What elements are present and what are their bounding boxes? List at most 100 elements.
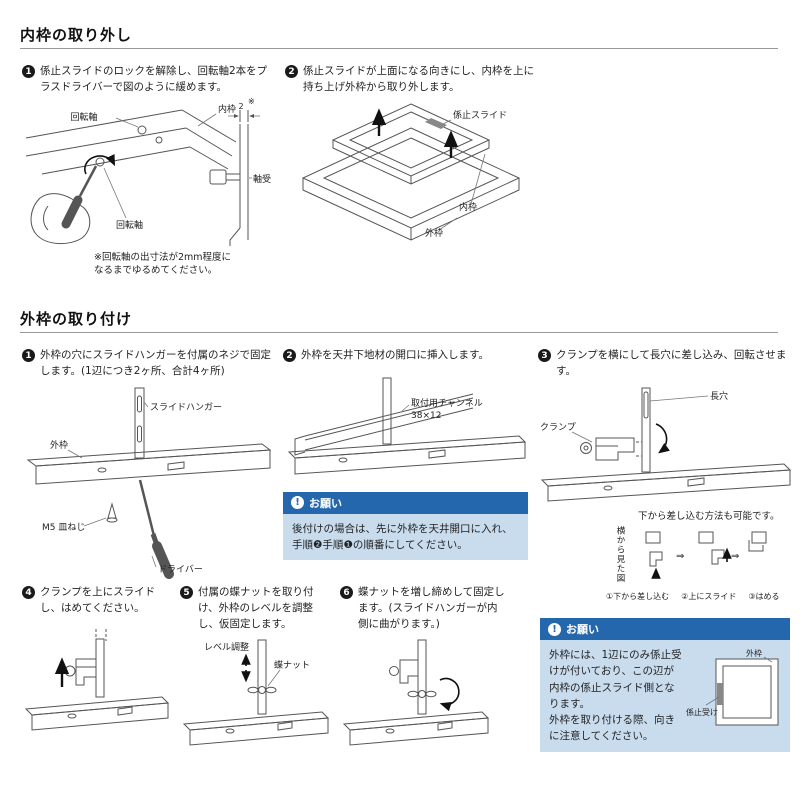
- screwdriver-icon: [138, 479, 174, 579]
- exclamation-icon: !: [291, 496, 304, 510]
- step-text: 外枠の穴にスライドハンガーを付属のネジで固定します。(1辺につき2ヶ所、合計4ヶ…: [40, 349, 271, 377]
- step-text: 蝶ナットを増し締めして固定します。(スライドハンガーが内側に曲がります。): [358, 586, 505, 630]
- leader-line: [442, 119, 452, 124]
- leader-line: [115, 117, 139, 127]
- label-inner-frame: 内枠: [459, 201, 477, 213]
- install-step-2-head: 2 外枠を天井下地材の開口に挿入します。: [283, 348, 528, 364]
- step-number-badge: 6: [340, 586, 353, 599]
- label-rotation-shaft-bottom: 回転軸: [116, 219, 143, 231]
- slide-hanger-drawing: [417, 639, 427, 715]
- sequence-arrow: ⇒: [676, 551, 684, 562]
- label-channel-size: 38×12: [411, 411, 441, 421]
- install-step-5: 5 付属の蝶ナットを取り付け、外枠のレベルを調整し、仮固定します。 レベル調整: [180, 585, 332, 764]
- label-dimension-mark: ※: [248, 97, 255, 106]
- request-box-text: 外枠には、1辺にのみ係止受けが付いており、この辺が内枠の係止スライド側となります…: [549, 649, 682, 743]
- section-divider: [20, 332, 778, 333]
- request-box-text: 後付けの場合は、先に外枠を天井開口に入れ、手順❷手順❶の順番にしてください。: [283, 513, 528, 561]
- step-number-badge: 2: [283, 349, 296, 362]
- tighten-arrow-icon: [439, 678, 460, 712]
- request-box-content: 外枠には、1辺にのみ係止受けが付いており、この辺が内枠の係止スライド側となります…: [540, 640, 790, 752]
- step-number-badge: 4: [22, 586, 35, 599]
- outer-frame-rail-drawing: [24, 695, 170, 731]
- step-number-badge: 1: [22, 349, 35, 362]
- frame-corner-drawing: [25, 109, 237, 174]
- diagram-insert-clamp: 長穴 クランプ: [540, 387, 792, 502]
- mini-sketch-hooked: [748, 531, 767, 551]
- leader-line: [151, 555, 157, 567]
- bearing-plate-detail-drawing: [209, 109, 249, 246]
- label-latch-slide: 係止スライド: [453, 109, 507, 121]
- step-number-badge: 3: [538, 349, 551, 362]
- install-step-2: 2 外枠を天井下地材の開口に挿入します。 取付用チャンネル 38×12: [283, 348, 528, 561]
- outer-frame-square-drawing: [715, 658, 779, 726]
- step-text: 外枠を天井下地材の開口に挿入します。: [301, 349, 489, 361]
- install-step-1-head: 1 外枠の穴にスライドハンガーを付属のネジで固定します。(1辺につき2ヶ所、合計…: [22, 348, 274, 380]
- step-number-badge: 1: [22, 65, 35, 78]
- outer-frame-rail-drawing: [182, 711, 330, 746]
- leader-line: [103, 167, 127, 218]
- removal-step-1-note: ※回転軸の出寸法が2mm程度に なるまでゆるめてください。: [94, 251, 232, 277]
- slide-hanger-drawing: [641, 387, 651, 472]
- install-step-4: 4 クランプを上にスライドし、はめてください。: [22, 585, 174, 757]
- slide-hanger-drawing: [134, 387, 145, 458]
- wing-nut-icon: [407, 690, 437, 699]
- clamp-drawing: [389, 659, 419, 684]
- leader-line: [649, 395, 709, 401]
- removal-step-2: 2 係止スライドが上面になる向きにし、内枠を上に持ち上げ外枠から取り外します。 …: [285, 64, 535, 252]
- m5-screw-icon: [106, 501, 118, 522]
- label-level-adjust: レベル調整: [204, 641, 249, 653]
- side-view-label: 横から見た図: [615, 525, 625, 583]
- clamp-drawing: [580, 437, 635, 460]
- leader-line: [197, 113, 217, 126]
- leader-line: [67, 449, 83, 458]
- label-m5-screw: M5 皿ねじ: [42, 522, 85, 533]
- leader-line: [401, 404, 410, 412]
- alternate-method-note: 下から差し込む方法も可能です。: [638, 510, 780, 522]
- wing-nut-icon: [247, 686, 277, 695]
- caption-insert-from-below: ①下から差し込む: [606, 591, 670, 601]
- request-box-header: ! お願い: [540, 618, 790, 640]
- rotate-arrow-icon: [655, 422, 670, 453]
- section-title-outer-frame-install: 外枠の取り付け: [20, 310, 133, 328]
- label-rotation-shaft-top: 回転軸: [70, 111, 97, 123]
- leader-line: [470, 153, 486, 204]
- removal-step-1-head: 1 係止スライドのロックを解除し、回転軸2本をプラスドライバーで図のように緩めま…: [22, 64, 274, 96]
- latch-receiver-mark: [717, 683, 723, 705]
- outer-frame-rail-drawing: [26, 442, 272, 485]
- diagram-loosen-rotation-shaft: 2 ※ 回転軸 内枠 軸受 回転軸: [25, 97, 271, 246]
- diagram-adjust-level: レベル調整 蝶ナット: [182, 639, 330, 746]
- diagram-slide-clamp-up: [24, 628, 170, 731]
- sequence-captions: ①下から差し込む ②上にスライド ③はめる: [606, 591, 792, 602]
- removal-step-1: 1 係止スライドのロックを解除し、回転軸2本をプラスドライバーで図のように緩めま…: [22, 64, 274, 278]
- screwdriver-icon: [61, 164, 98, 228]
- label-outer-frame: 外枠: [746, 648, 762, 658]
- step-text: 係止スライドのロックを解除し、回転軸2本をプラスドライバーで図のように緩めます。: [40, 65, 268, 93]
- outer-frame-rail-drawing: [540, 462, 792, 502]
- label-bearing: 軸受: [253, 173, 271, 185]
- step-number-badge: 5: [180, 586, 193, 599]
- diagram-insert-outer-frame: 取付用チャンネル 38×12: [287, 377, 527, 475]
- leader-line: [83, 517, 107, 526]
- diagram-tighten-wing-nut: [342, 639, 490, 746]
- ceiling-channel-drawing: [294, 393, 474, 456]
- request-box-header: ! お願い: [283, 491, 528, 514]
- caption-hook: ③はめる: [748, 591, 780, 601]
- side-view-row: 横から見た図 ⇒ ⇒: [614, 526, 792, 588]
- install-step-1: 1 外枠の穴にスライドハンガーを付属のネジで固定します。(1辺につき2ヶ所、合計…: [22, 348, 274, 580]
- leader-line: [438, 217, 458, 230]
- outer-frame-rail-drawing: [287, 435, 527, 475]
- caption-slide-up: ②上にスライド: [681, 591, 737, 601]
- section-divider: [20, 48, 778, 49]
- leader-line: [267, 670, 281, 687]
- slide-hanger-drawing: [382, 377, 392, 445]
- latch-slide-tab: [425, 117, 447, 129]
- label-outer-frame: 外枠: [50, 439, 68, 451]
- request-box-title: お願い: [309, 496, 342, 510]
- label-slide-hanger: スライドハンガー: [150, 402, 222, 413]
- outer-frame-rail-drawing: [342, 711, 490, 746]
- request-box-orientation: ! お願い 外枠には、1辺にのみ係止受けが付いており、この辺が内枠の係止スライド…: [540, 618, 790, 752]
- step-number-badge: 2: [285, 65, 298, 78]
- step-text: 付属の蝶ナットを取り付け、外枠のレベルを調整し、仮固定します。: [198, 586, 314, 630]
- request-box-retrofit: ! お願い 後付けの場合は、先に外枠を天井開口に入れ、手順❷手順❶の順番にしてく…: [283, 491, 528, 561]
- leader-line: [705, 696, 720, 706]
